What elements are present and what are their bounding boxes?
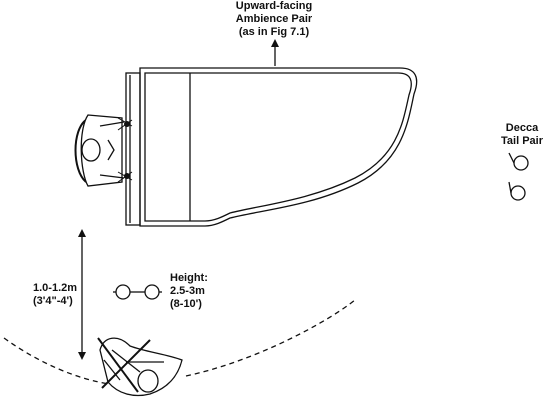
height-label-line-2: 2.5-3m	[170, 285, 205, 297]
omni-microphone-icon	[144, 284, 160, 300]
piano-keyboard	[125, 72, 141, 226]
decca-label-line-1: Decca	[505, 122, 539, 134]
omni-microphone-icon	[513, 155, 529, 171]
audience-arc	[3, 337, 111, 385]
spaced-pair-mics	[113, 284, 162, 300]
piano-body-outline	[139, 67, 418, 227]
decca-tail-pair-mics	[508, 152, 529, 201]
height-label-line-1: Height:	[170, 272, 208, 284]
ambience-pair-label: Upward-facing Ambience Pair (as in Fig 7…	[224, 0, 324, 39]
omni-microphone-icon	[510, 185, 526, 201]
listener-figure-icon	[97, 337, 183, 397]
distance-label-line-2: (3'4"-4')	[33, 295, 73, 307]
pianist-icon	[74, 114, 133, 187]
distance-label-line-1: 1.0-1.2m	[33, 282, 78, 294]
decca-tail-pair-label: Decca Tail Pair	[492, 122, 545, 148]
height-label-line-3: (8-10')	[170, 298, 202, 310]
omni-microphone-icon	[115, 284, 131, 300]
piano-body-inner	[144, 72, 412, 222]
ambience-label-line-3: (as in Fig 7.1)	[238, 26, 310, 38]
decca-label-line-2: Tail Pair	[501, 135, 543, 147]
audience-arc-right	[185, 299, 356, 377]
distance-label: 1.0-1.2m (3'4"-4')	[33, 282, 77, 308]
height-label: Height: 2.5-3m (8-10')	[170, 272, 208, 311]
ambience-label-line-2: Ambience Pair	[235, 13, 313, 25]
ambience-label-line-1: Upward-facing	[235, 0, 313, 12]
grand-piano	[125, 67, 418, 227]
